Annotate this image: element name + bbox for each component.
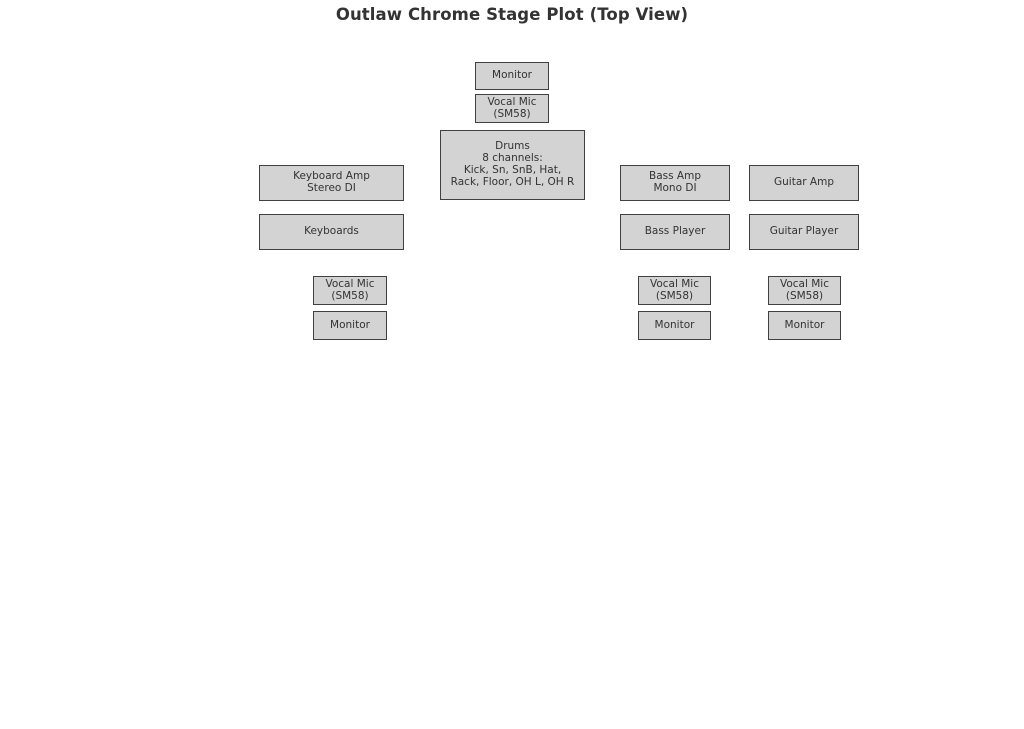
stage-box-keyboards[interactable]: Keyboards xyxy=(259,214,404,250)
stage-box-guitar-vocal-mic[interactable]: Vocal Mic (SM58) xyxy=(768,276,841,305)
stage-box-drums[interactable]: Drums 8 channels: Kick, Sn, SnB, Hat, Ra… xyxy=(440,130,585,200)
stage-box-label: Vocal Mic (SM58) xyxy=(487,95,537,120)
stage-box-center-monitor[interactable]: Monitor xyxy=(475,62,549,90)
stage-box-guitar-player[interactable]: Guitar Player xyxy=(749,214,859,250)
stage-box-bass-player[interactable]: Bass Player xyxy=(620,214,730,250)
stage-box-label: Bass Player xyxy=(644,225,706,238)
stage-box-label: Guitar Amp xyxy=(774,176,834,189)
stage-box-label: Monitor xyxy=(330,318,370,331)
stage-box-label: Vocal Mic (SM58) xyxy=(779,277,829,302)
stage-box-bass-amp[interactable]: Bass Amp Mono DI xyxy=(620,165,730,201)
stage-box-center-vocal-mic[interactable]: Vocal Mic (SM58) xyxy=(475,94,549,123)
stage-box-label: Keyboard Amp Stereo DI xyxy=(293,170,370,194)
stage-box-bass-vocal-mic[interactable]: Vocal Mic (SM58) xyxy=(638,276,711,305)
stage-box-label: Monitor xyxy=(654,318,695,331)
stage-box-guitar-amp[interactable]: Guitar Amp xyxy=(749,165,859,201)
stage-box-label: Vocal Mic (SM58) xyxy=(649,277,699,302)
stage-box-keys-vocal-mic[interactable]: Vocal Mic (SM58) xyxy=(313,276,387,305)
stage-box-bass-monitor[interactable]: Monitor xyxy=(638,311,711,340)
stage-box-keyboard-amp[interactable]: Keyboard Amp Stereo DI xyxy=(259,165,404,201)
stage-box-label: Drums 8 channels: Kick, Sn, SnB, Hat, Ra… xyxy=(450,140,575,188)
stage-box-label: Bass Amp Mono DI xyxy=(649,170,701,194)
stage-box-guitar-monitor[interactable]: Monitor xyxy=(768,311,841,340)
stage-box-label: Monitor xyxy=(784,318,825,331)
stage-box-keys-monitor[interactable]: Monitor xyxy=(313,311,387,340)
stage-box-label: Vocal Mic (SM58) xyxy=(325,277,375,302)
stage-box-label: Monitor xyxy=(492,69,532,82)
stage-box-label: Keyboards xyxy=(304,225,359,238)
page-title: Outlaw Chrome Stage Plot (Top View) xyxy=(335,5,689,24)
stage-box-label: Guitar Player xyxy=(769,225,839,238)
